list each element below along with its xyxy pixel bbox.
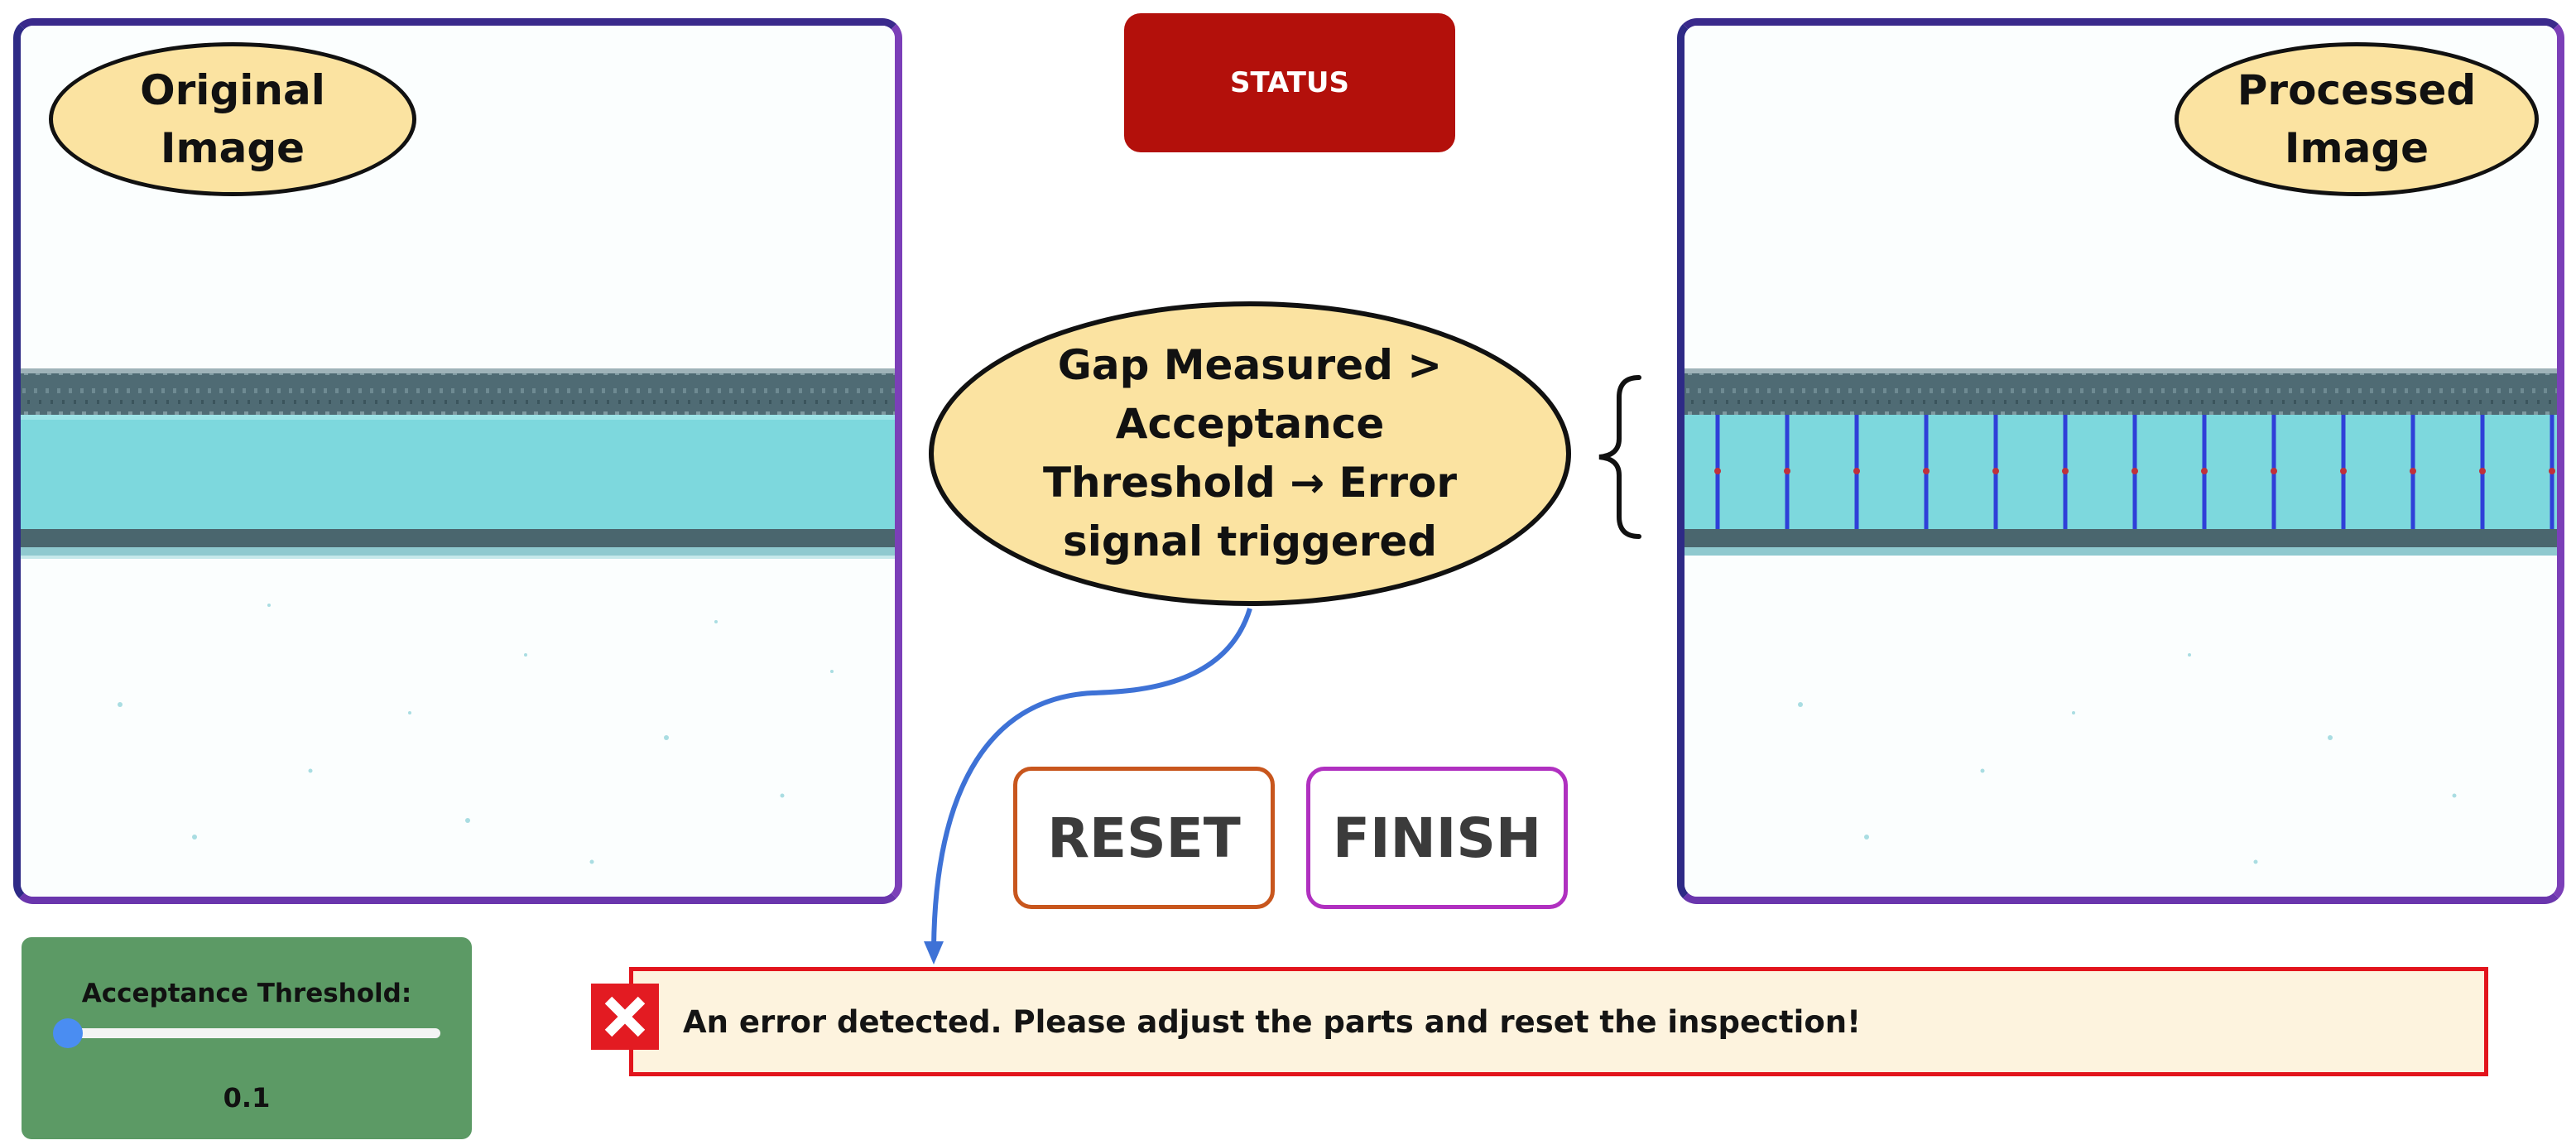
arrow-to-error-icon bbox=[924, 608, 1252, 965]
measurement-point bbox=[1923, 468, 1930, 474]
measurement-point bbox=[1853, 468, 1860, 474]
curly-brace-icon bbox=[1598, 375, 1641, 539]
processed-label-line1: Processed bbox=[2237, 66, 2477, 114]
measurement-point bbox=[2201, 468, 2208, 474]
status-indicator[interactable]: STATUS bbox=[1124, 13, 1455, 152]
measurement-point bbox=[1784, 468, 1790, 474]
close-x-icon bbox=[591, 984, 659, 1050]
measurement-point bbox=[2340, 468, 2347, 474]
threshold-label: Acceptance Threshold: bbox=[81, 979, 412, 1008]
processed-label-line2: Image bbox=[2284, 124, 2429, 172]
measurement-point bbox=[2410, 468, 2416, 474]
measurement-point bbox=[2062, 468, 2069, 474]
reset-button[interactable]: RESET bbox=[1013, 767, 1275, 909]
threshold-slider-thumb[interactable] bbox=[53, 1018, 83, 1048]
threshold-slider-track[interactable] bbox=[58, 1028, 440, 1038]
processed-image-label: Processed Image bbox=[2175, 42, 2539, 196]
original-label-line1: Original bbox=[140, 66, 325, 114]
threshold-value: 0.1 bbox=[223, 1082, 271, 1114]
measurement-point bbox=[2549, 468, 2555, 474]
callout-line1: Gap Measured > bbox=[1057, 341, 1443, 389]
error-x-glyph bbox=[604, 996, 646, 1037]
processed-image-panel: Processed Image bbox=[1677, 18, 2564, 904]
processed-specimen-image bbox=[1684, 26, 2557, 897]
error-message: An error detected. Please adjust the par… bbox=[683, 1003, 1861, 1040]
finish-button[interactable]: FINISH bbox=[1306, 767, 1568, 909]
measurement-point bbox=[2479, 468, 2486, 474]
original-label-line2: Image bbox=[160, 124, 305, 172]
callout-line3: Threshold → Error bbox=[1042, 459, 1458, 507]
measurement-point bbox=[1992, 468, 1999, 474]
callout-line2: Acceptance bbox=[1115, 400, 1385, 448]
measurement-point bbox=[2271, 468, 2277, 474]
measurement-point bbox=[2131, 468, 2138, 474]
original-image-panel: Original Image bbox=[13, 18, 902, 904]
original-image-label: Original Image bbox=[49, 42, 416, 196]
gap-measurement-lines bbox=[1714, 415, 2555, 529]
gap-callout: Gap Measured > Acceptance Threshold → Er… bbox=[929, 301, 1571, 606]
error-banner: An error detected. Please adjust the par… bbox=[629, 967, 2488, 1076]
measurement-point bbox=[1714, 468, 1721, 474]
callout-line4: signal triggered bbox=[1062, 517, 1438, 565]
acceptance-threshold-panel: Acceptance Threshold: 0.1 bbox=[22, 937, 472, 1139]
